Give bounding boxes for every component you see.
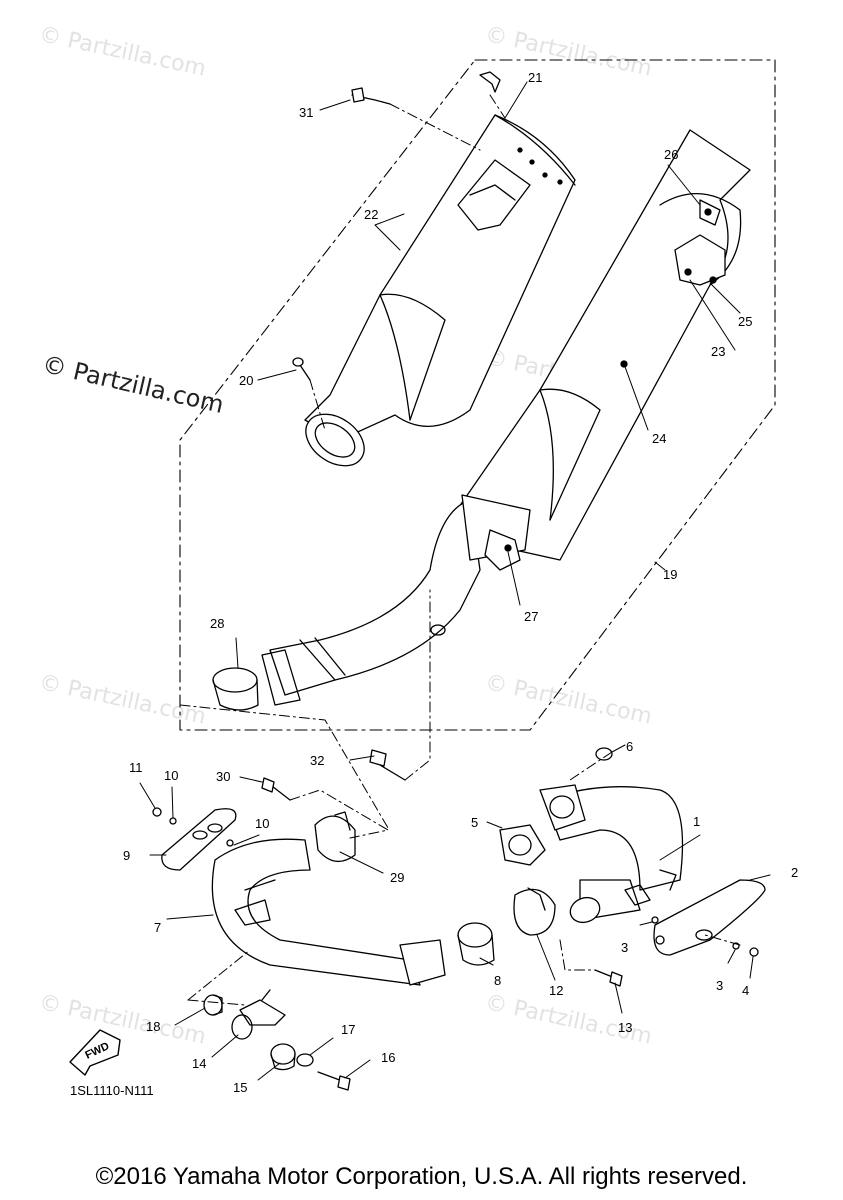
callout-26: 26	[664, 147, 678, 162]
callout-22: 22	[364, 207, 378, 222]
gasket-8	[457, 922, 495, 966]
callout-1: 1	[693, 814, 700, 829]
callout-3a: 3	[621, 940, 628, 955]
nut-4	[749, 947, 759, 957]
callout-7: 7	[154, 920, 161, 935]
callout-18: 18	[146, 1019, 160, 1034]
callout-11: 11	[129, 760, 143, 775]
nut-11	[152, 807, 162, 817]
callout-12: 12	[549, 983, 563, 998]
flange-5	[499, 824, 546, 866]
clamp-29	[314, 811, 356, 862]
callout-19: 19	[663, 567, 677, 582]
assembly-boundary	[179, 59, 776, 731]
callout-29: 29	[390, 870, 404, 885]
callout-16: 16	[381, 1050, 395, 1065]
callout-9: 9	[123, 848, 130, 863]
callout-31: 31	[299, 105, 313, 120]
callout-32: 32	[310, 753, 324, 768]
protector-9	[161, 808, 237, 871]
washer-10b	[226, 839, 234, 847]
callout-28: 28	[210, 616, 224, 631]
rivet-21	[479, 71, 501, 93]
clamp-12	[513, 887, 556, 936]
bolt-32	[369, 749, 406, 781]
callout-8: 8	[494, 973, 501, 988]
callout-10b: 10	[255, 816, 269, 831]
damper-15	[270, 1043, 296, 1071]
callout-numbers: 1 2 3 3 4 5 6 7 8 9 10 10 11 12 13 14 15…	[123, 70, 798, 1095]
callout-2: 2	[791, 865, 798, 880]
washer-17	[296, 1053, 314, 1067]
callout-3b: 3	[716, 978, 723, 993]
callout-24: 24	[652, 431, 666, 446]
bolt-16	[317, 1071, 351, 1091]
collar-18	[203, 994, 223, 1016]
exhaust-pipe	[211, 838, 446, 986]
callout-15: 15	[233, 1080, 247, 1095]
callout-10a: 10	[164, 768, 178, 783]
relation-lines	[179, 94, 741, 1006]
header-flange	[539, 784, 586, 831]
callout-4: 4	[742, 983, 749, 998]
bolt-13	[594, 969, 623, 987]
callout-25: 25	[738, 314, 752, 329]
washer-3a	[651, 916, 659, 924]
callout-30: 30	[216, 769, 230, 784]
gasket-28	[212, 649, 301, 711]
bolt-31	[351, 87, 391, 105]
bolt-30	[261, 777, 291, 801]
silencer-inlet-pipe	[269, 494, 531, 696]
callout-17: 17	[341, 1022, 355, 1037]
callout-5: 5	[471, 815, 478, 830]
callout-13: 13	[618, 1020, 632, 1035]
callout-21: 21	[528, 70, 542, 85]
washer-10a	[169, 817, 177, 825]
bolt-20	[292, 357, 311, 381]
callout-27: 27	[524, 609, 538, 624]
diagram-code: 1SL1110-N111	[70, 1083, 154, 1098]
muffler-cover	[304, 114, 576, 467]
leader-lines	[139, 81, 771, 1081]
silencer-body	[449, 129, 751, 561]
bracket-14	[231, 989, 286, 1040]
callout-14: 14	[192, 1056, 206, 1071]
nut-6	[595, 747, 613, 761]
callout-6: 6	[626, 739, 633, 754]
callout-20: 20	[239, 373, 253, 388]
copyright-notice: ©2016 Yamaha Motor Corporation, U.S.A. A…	[95, 1163, 748, 1190]
fwd-arrow-icon: FWD	[69, 1029, 121, 1076]
callout-23: 23	[711, 344, 725, 359]
protector-2	[653, 879, 766, 956]
